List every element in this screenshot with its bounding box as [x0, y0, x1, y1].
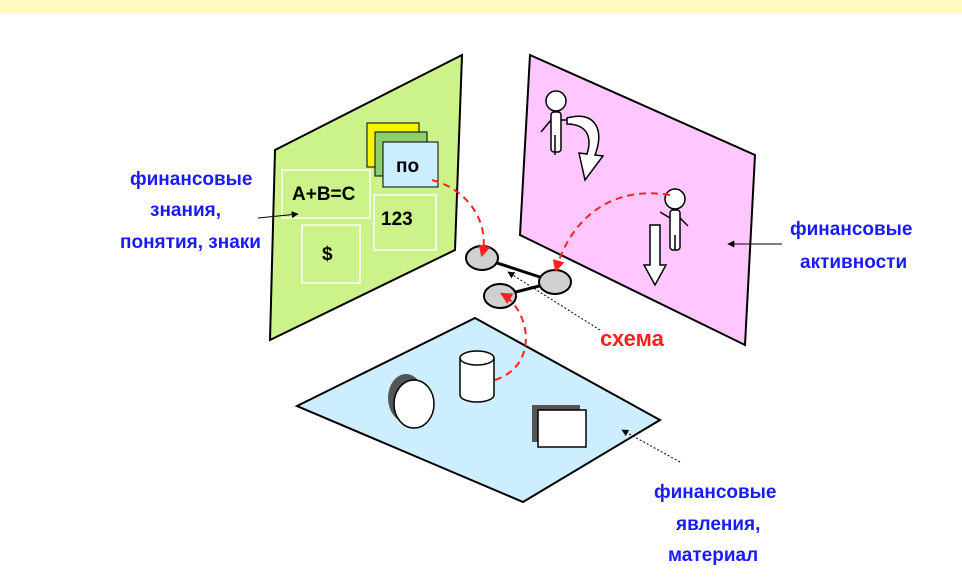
knowledge-pointer-arrow	[257, 211, 299, 219]
phenomena-label-line-2: явления,	[675, 514, 760, 535]
number-card-text: 123	[381, 209, 413, 230]
schema-node-top	[465, 245, 499, 271]
po-card	[382, 141, 439, 188]
phenomena-label-line-3: материал	[668, 545, 758, 566]
knowledge-label-line-1: финансовые	[130, 169, 252, 190]
activities-label-line-1: финансовые	[790, 219, 912, 240]
activities-plane	[518, 53, 757, 347]
schema-graph	[465, 245, 572, 309]
dashed-link-knowledge	[431, 179, 491, 258]
dashed-link-phenomena	[494, 292, 527, 381]
down-arrow-icon	[642, 224, 668, 287]
cylinder-object-icon	[459, 350, 495, 403]
turn-arrow-icon	[566, 115, 605, 182]
dashed-link-activities	[552, 192, 671, 273]
activities-label-line-2: активности	[800, 252, 907, 273]
box-object-icon	[532, 405, 587, 448]
phenomena-label-line-1: финансовые	[654, 482, 776, 503]
formula-card	[281, 169, 371, 219]
knowledge-label: финансовые знания, понятия, знаки	[120, 169, 261, 253]
po-card-text: по	[396, 156, 419, 177]
po-card-stack: по	[366, 122, 439, 188]
dollar-card	[301, 224, 361, 284]
top-banner-strip	[0, 0, 962, 14]
schema-label: схема	[600, 326, 665, 351]
phenomena-plane	[294, 316, 663, 504]
person-top-figure	[540, 90, 568, 155]
phenomena-label: финансовые явления, материал	[654, 482, 776, 566]
dollar-card-text: $	[322, 244, 333, 265]
knowledge-label-line-2: знания,	[150, 200, 221, 221]
phenomena-pointer-arrow	[621, 429, 681, 463]
formula-card-text: A+B=C	[292, 184, 356, 205]
knowledge-label-line-3: понятия, знаки	[120, 232, 261, 253]
schema-node-bottom	[483, 283, 517, 309]
schema-node-right	[538, 269, 572, 295]
sphere-object-icon	[388, 374, 435, 429]
number-card	[373, 194, 437, 251]
activities-label: финансовые активности	[790, 219, 912, 273]
